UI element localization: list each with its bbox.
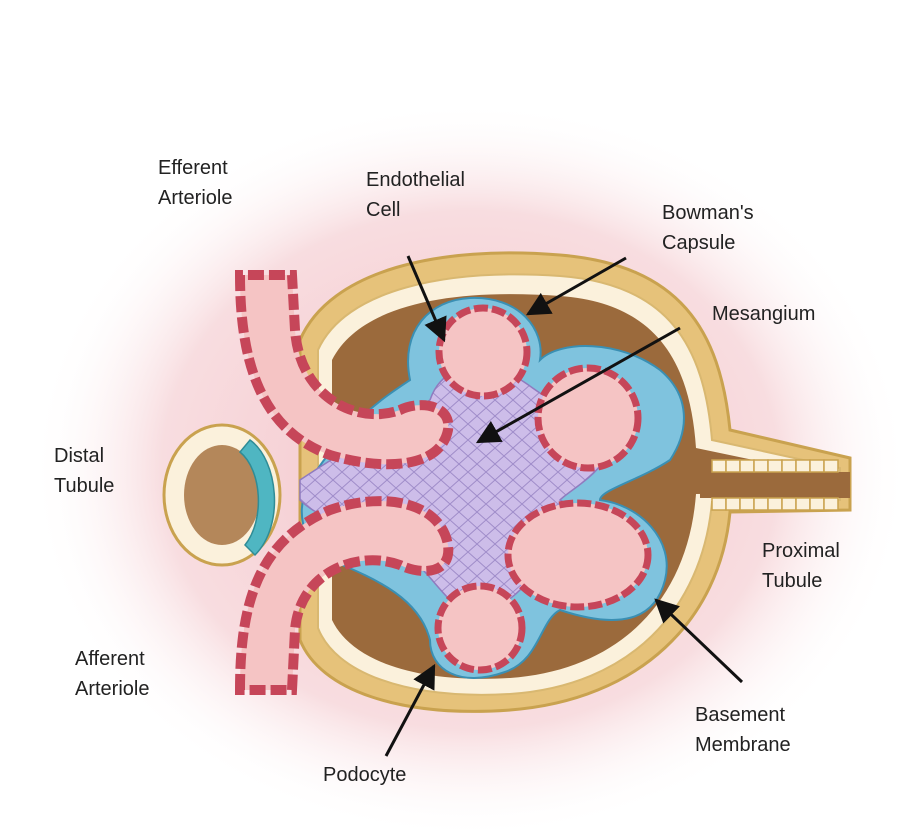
label-line: Cell bbox=[366, 199, 401, 221]
label-line: Tubule bbox=[54, 475, 115, 497]
efferent-arteriole-label: Efferent Arteriole bbox=[158, 153, 232, 213]
mesangium-arrow bbox=[475, 326, 681, 444]
podocyte-arrow bbox=[384, 663, 436, 757]
endothelial-cell-arrow bbox=[406, 255, 447, 343]
label-line: Basement bbox=[695, 704, 786, 726]
endothelial-cell-label: Endothelial Cell bbox=[366, 165, 465, 225]
label-line: Endothelial bbox=[366, 169, 465, 191]
bowmans-capsule-arrow bbox=[525, 256, 627, 316]
label-line: Membrane bbox=[695, 734, 791, 756]
label-line: Capsule bbox=[662, 232, 736, 254]
mesangium-label: Mesangium bbox=[712, 299, 815, 329]
podocyte-label: Podocyte bbox=[323, 760, 406, 790]
proximal-tubule-lumen bbox=[700, 472, 850, 498]
label-line: Afferent bbox=[75, 648, 145, 670]
efferent-arteriole bbox=[234, 270, 454, 470]
bowmans-capsule-label: Bowman's Capsule bbox=[662, 198, 754, 258]
afferent-arteriole bbox=[234, 496, 454, 695]
distal-tubule bbox=[162, 423, 282, 567]
label-line: Bowman's bbox=[662, 202, 754, 224]
proximal-tubule-label: Proximal Tubule bbox=[762, 536, 840, 596]
basement-membrane-arrow bbox=[654, 598, 744, 684]
label-line: Efferent bbox=[158, 157, 228, 179]
basement-membrane-label: Basement Membrane bbox=[695, 700, 791, 760]
distal-tubule-label: Distal Tubule bbox=[54, 441, 114, 501]
proximal-tubule-cells bbox=[711, 459, 839, 511]
label-line: Podocyte bbox=[323, 764, 407, 786]
label-line: Arteriole bbox=[75, 678, 150, 700]
label-line: Proximal bbox=[762, 540, 840, 562]
label-line: Arteriole bbox=[158, 187, 233, 209]
capillary-loops bbox=[434, 304, 652, 674]
afferent-arteriole-label: Afferent Arteriole bbox=[75, 644, 149, 704]
label-line: Tubule bbox=[762, 570, 823, 592]
label-line: Mesangium bbox=[712, 303, 816, 325]
label-line: Distal bbox=[54, 445, 105, 467]
